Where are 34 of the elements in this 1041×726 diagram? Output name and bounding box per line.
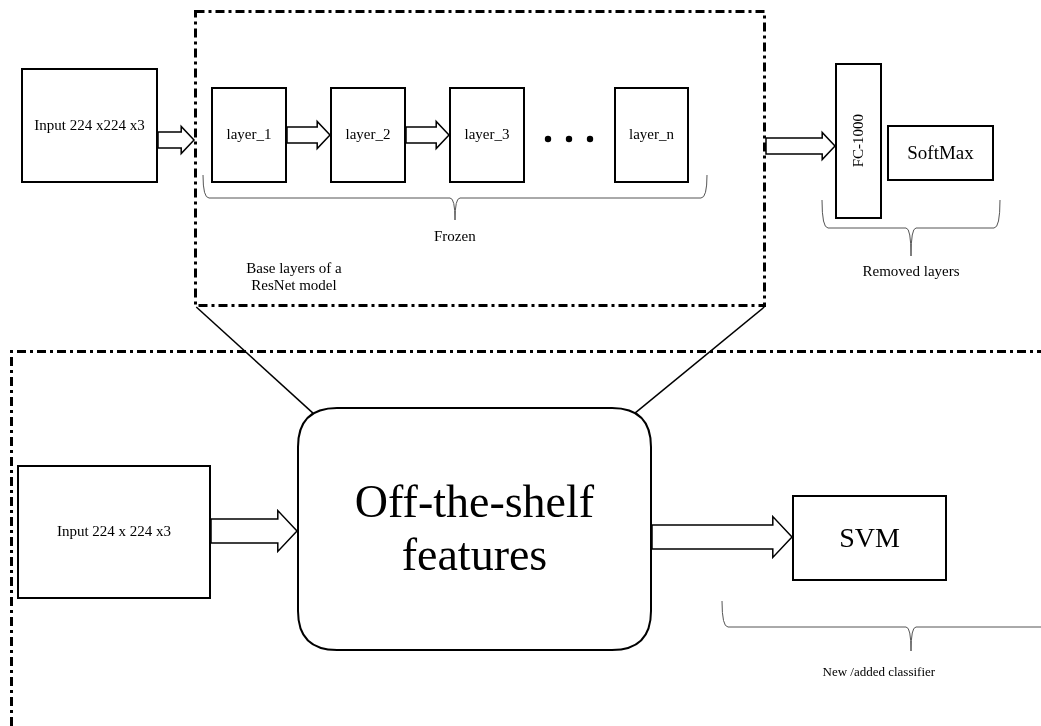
dashed-region — [194, 10, 766, 307]
connector-line — [195, 306, 314, 414]
dashed-region — [10, 350, 1041, 726]
box-label: FC-1000 — [849, 114, 867, 168]
block-arrow — [651, 514, 794, 560]
box-label: layer_2 — [345, 126, 391, 144]
box-label: layer_n — [629, 126, 674, 144]
region-caption: Base layers of a ResNet model — [245, 260, 343, 295]
layer-box — [211, 87, 287, 183]
block-arrow — [210, 508, 299, 554]
input-box — [17, 465, 211, 599]
block-arrow — [765, 130, 837, 162]
block-arrow — [286, 119, 332, 151]
block-arrow — [405, 119, 451, 151]
layer-box — [614, 87, 689, 183]
brace-label: New /added classifier — [822, 664, 936, 680]
layer-box — [887, 125, 994, 181]
box-label: Input 224 x 224 x3 — [56, 523, 172, 541]
connector-line — [634, 306, 766, 414]
brace-label: Frozen — [434, 227, 476, 245]
box-label: SVM — [839, 521, 900, 555]
input-box — [21, 68, 158, 183]
feature-box — [297, 407, 652, 651]
brace-label: Removed layers — [862, 262, 960, 280]
layer-box — [835, 63, 882, 219]
box-label: layer_1 — [226, 126, 272, 144]
box-label: Off-the-shelf features — [353, 476, 596, 582]
layer-box — [449, 87, 525, 183]
box-label: layer_3 — [464, 126, 510, 144]
block-arrow — [157, 124, 196, 156]
box-label: Input 224 x224 x3 — [34, 116, 145, 135]
layer-box — [330, 87, 406, 183]
box-label: SoftMax — [907, 142, 974, 164]
classifier-box — [792, 495, 947, 581]
